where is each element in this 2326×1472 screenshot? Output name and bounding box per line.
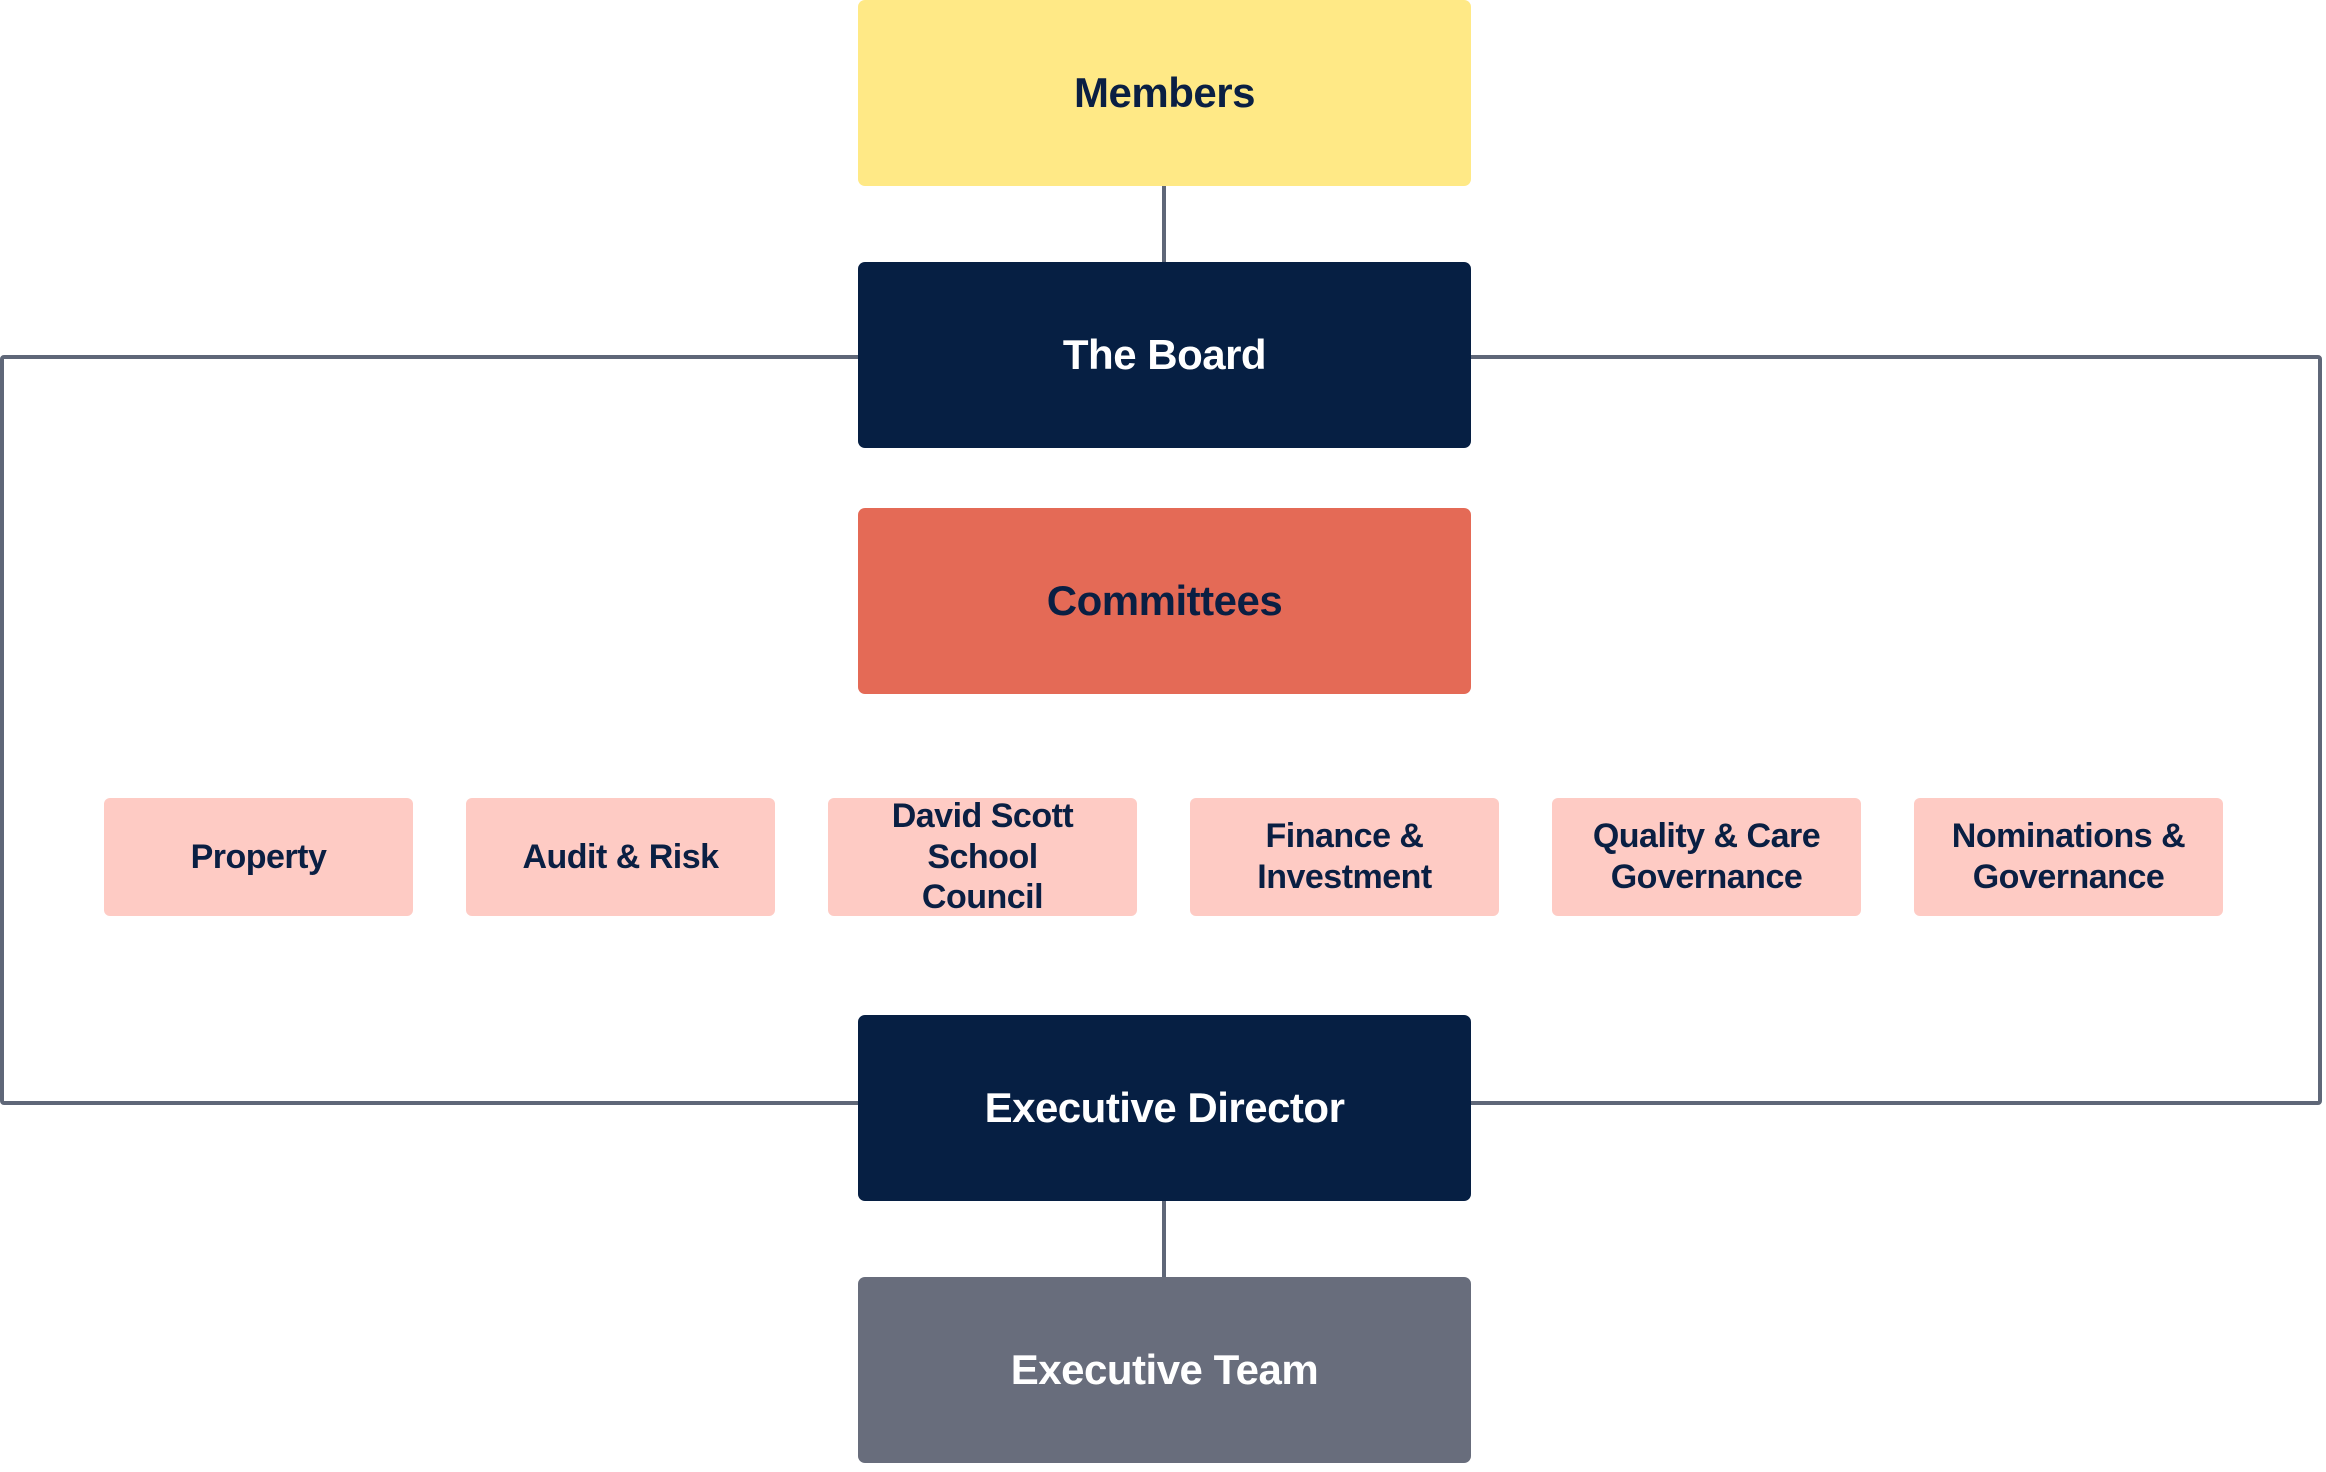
executive-team-label: Executive Team: [1010, 1346, 1319, 1393]
board-director-enclosure-line: [0, 355, 2322, 1105]
board-node: The Board: [858, 262, 1471, 448]
members-node: Members: [858, 0, 1471, 186]
committee-quality-care-governance: Quality & Care Governance: [1552, 798, 1861, 916]
committee-label: Property: [190, 837, 327, 876]
committee-property: Property: [104, 798, 413, 916]
committee-david-scott-school-council: David Scott School Council: [828, 796, 1137, 917]
connector-members-board: [1162, 186, 1166, 264]
committee-label: Quality & Care Governance: [1592, 817, 1821, 896]
connector-director-team: [1162, 1200, 1166, 1278]
committees-header-node: Committees: [858, 508, 1471, 694]
committees-header-label: Committees: [1046, 577, 1283, 624]
board-label: The Board: [1062, 331, 1267, 378]
committee-finance-investment: Finance & Investment: [1190, 798, 1499, 916]
committee-label: David Scott School Council: [891, 796, 1074, 917]
executive-director-node: Executive Director: [858, 1015, 1471, 1201]
committee-nominations-governance: Nominations & Governance: [1914, 798, 2223, 916]
members-label: Members: [1074, 69, 1255, 116]
committee-label: Nominations & Governance: [1951, 817, 2186, 896]
committee-label: Audit & Risk: [522, 837, 719, 876]
committee-label: Finance & Investment: [1257, 817, 1432, 896]
committee-audit-risk: Audit & Risk: [466, 798, 775, 916]
executive-director-label: Executive Director: [984, 1084, 1345, 1131]
executive-team-node: Executive Team: [858, 1277, 1471, 1463]
